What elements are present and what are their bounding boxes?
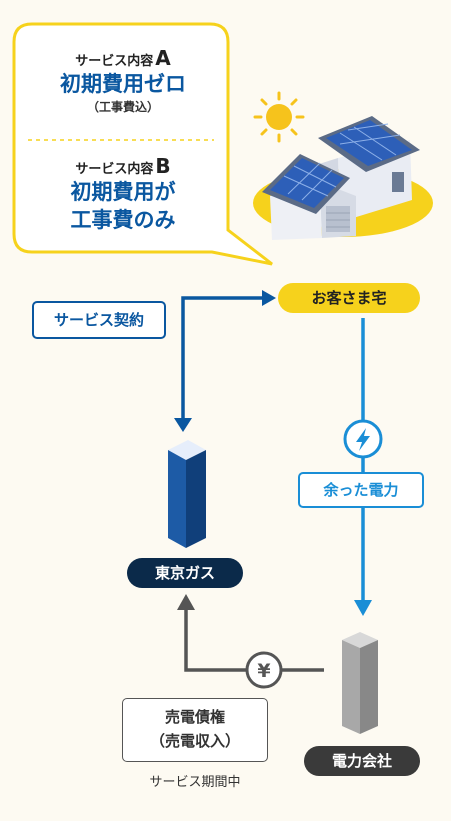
service-b-letter: B xyxy=(155,154,171,178)
surplus-power-label: 余った電力 xyxy=(298,472,424,508)
service-a-title: 初期費用ゼロ xyxy=(60,72,186,96)
service-b-label: サービス内容 xyxy=(75,162,154,177)
service-a-label: サービス内容 xyxy=(75,54,154,69)
house-illustration xyxy=(253,91,433,240)
customer-home-label: お客さま宅 xyxy=(278,283,420,313)
service-period-label: サービス期間中 xyxy=(149,775,241,790)
service-b-title-line1: 初期費用が xyxy=(70,180,176,204)
service-b-title-line2: 工事費のみ xyxy=(70,208,176,232)
yen-icon: ¥ xyxy=(245,651,283,689)
sales-credit-line2: （売電収入） xyxy=(149,732,240,750)
power-company-building xyxy=(342,632,378,734)
tokyo-gas-building xyxy=(168,440,206,548)
power-company-label: 電力会社 xyxy=(304,746,420,776)
sales-credit-box: 売電債権 （売電収入） xyxy=(122,698,268,762)
service-a-letter: A xyxy=(155,46,171,70)
svg-text:¥: ¥ xyxy=(257,660,270,682)
lightning-icon xyxy=(343,419,383,459)
sales-credit-line1: 売電債権 xyxy=(164,708,225,726)
speech-bubble xyxy=(12,22,273,266)
service-a-note: （工事費込） xyxy=(86,100,159,114)
service-contract-label: サービス契約 xyxy=(32,301,166,339)
sun-icon xyxy=(253,91,305,143)
tokyo-gas-label: 東京ガス xyxy=(127,558,243,588)
